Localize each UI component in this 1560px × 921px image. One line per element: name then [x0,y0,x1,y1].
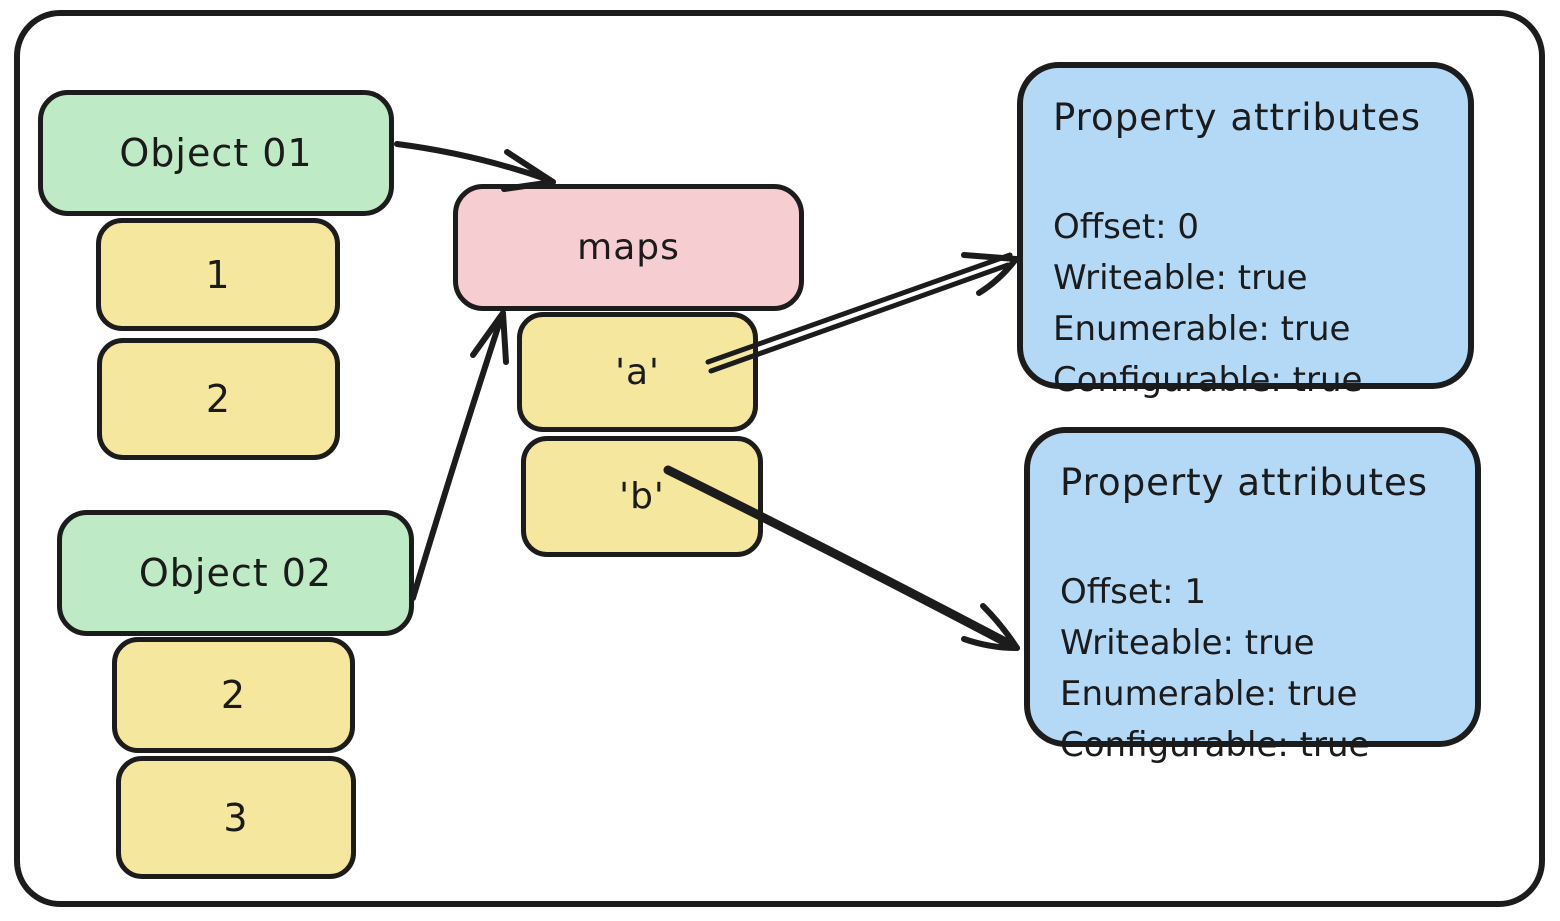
property-attributes-1-body: Offset: 0 Writeable: true Enumerable: tr… [1053,202,1438,406]
property-attributes-card-1: Property attributes Offset: 0 Writeable:… [1017,62,1474,400]
object-02-slot-2-label: 3 [223,795,249,840]
map-key-b-label: 'b' [619,476,665,517]
object-02-slot-1-label: 2 [220,673,247,717]
map-key-b-node: 'b' [521,436,763,557]
object-02-node: Object 02 [57,510,414,636]
property-attributes-2-title: Property attributes [1060,461,1428,504]
map-key-a-node: 'a' [517,312,758,432]
attr-offset: Offset: 1 [1060,571,1207,612]
map-key-a-label: 'a' [615,351,660,393]
attr-writeable: Writeable: true [1060,622,1315,663]
attr-writeable: Writeable: true [1053,257,1308,298]
attr-offset: Offset: 0 [1053,206,1200,247]
property-attributes-card-2: Property attributes Offset: 1 Writeable:… [1024,427,1481,765]
object-02-slot-value: 3 [116,756,356,879]
attr-configurable: Configurable: true [1053,359,1363,400]
object-01-slot-2-label: 2 [205,377,232,421]
property-attributes-2-body: Offset: 1 Writeable: true Enumerable: tr… [1060,567,1445,771]
maps-node: maps [453,184,804,311]
object-02-label: Object 02 [138,551,333,595]
attr-configurable: Configurable: true [1060,724,1370,765]
object-01-slot-1-label: 1 [205,252,231,297]
attr-enumerable: Enumerable: true [1053,308,1351,349]
attr-enumerable: Enumerable: true [1060,673,1358,714]
object-01-slot-value: 2 [97,338,340,460]
maps-label: maps [577,227,680,268]
object-01-node: Object 01 [38,90,394,216]
object-01-label: Object 01 [119,131,313,175]
object-01-slot-value: 1 [96,218,340,331]
property-attributes-1-title: Property attributes [1053,96,1421,139]
object-02-slot-value: 2 [112,637,355,753]
